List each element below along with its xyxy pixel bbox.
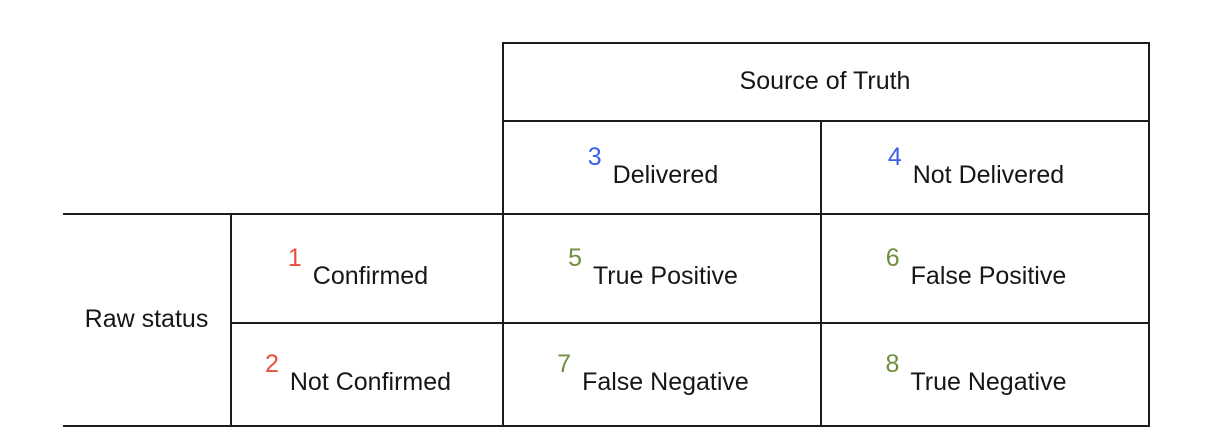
matrix-cell-true-positive: 5 True Positive: [502, 213, 820, 338]
row-header-not-confirmed: 2 Not Confirmed: [230, 322, 502, 441]
border-table-right: [1148, 42, 1150, 427]
row-header-confirmed: 1 Confirmed: [230, 213, 502, 338]
cell-label: True Positive: [592, 262, 738, 291]
border-table-left: [502, 42, 504, 427]
row-group-header-label: Raw status: [84, 304, 209, 333]
column-label: Delivered: [612, 161, 719, 190]
column-header-delivered: 3 Delivered: [502, 120, 820, 229]
cell-index: 7: [557, 350, 572, 379]
row-group-header: Raw status: [63, 213, 230, 425]
border-between-rows: [230, 322, 1150, 324]
cell-label: True Negative: [910, 368, 1067, 397]
column-group-header-label: Source of Truth: [739, 66, 911, 95]
border-after-row-group-column: [230, 213, 232, 427]
row-index: 2: [264, 350, 279, 379]
cell-index: 6: [885, 244, 900, 273]
matrix-cell-false-positive: 6 False Positive: [820, 213, 1148, 338]
matrix-cell-false-negative: 7 False Negative: [502, 322, 820, 441]
cell-label: False Negative: [582, 368, 749, 397]
cell-label: False Positive: [910, 262, 1067, 291]
cell-index: 5: [568, 244, 582, 273]
border-under-source-of-truth: [502, 120, 1150, 122]
border-bottom: [63, 425, 1150, 427]
column-group-header: Source of Truth: [502, 42, 1148, 120]
border-body-top: [63, 213, 1150, 215]
border-top-source-of-truth: [502, 42, 1150, 44]
border-between-columns: [820, 120, 822, 427]
row-label: Not Confirmed: [289, 368, 452, 397]
column-index: 4: [887, 143, 902, 172]
cell-index: 8: [885, 350, 900, 379]
row-index: 1: [287, 244, 302, 273]
column-label: Not Delivered: [912, 161, 1065, 190]
column-index: 3: [587, 143, 602, 172]
row-label: Confirmed: [312, 262, 429, 291]
column-header-not-delivered: 4 Not Delivered: [820, 120, 1148, 229]
matrix-cell-true-negative: 8 True Negative: [820, 322, 1148, 441]
